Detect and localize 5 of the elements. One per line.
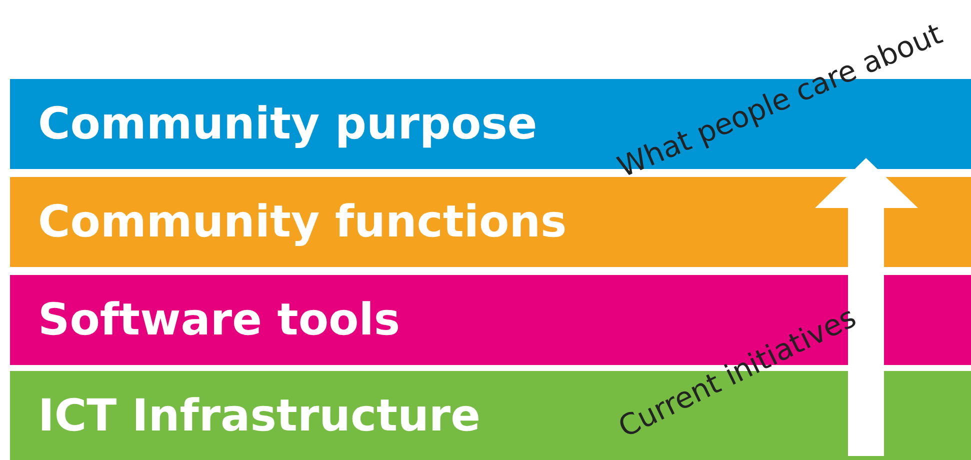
layer-title: ICT Infrastructure: [38, 390, 480, 442]
layer-band: [10, 177, 971, 267]
layer-title: Community functions: [38, 196, 567, 248]
layer-title: Software tools: [38, 294, 400, 346]
layer-title: Community purpose: [38, 98, 538, 150]
